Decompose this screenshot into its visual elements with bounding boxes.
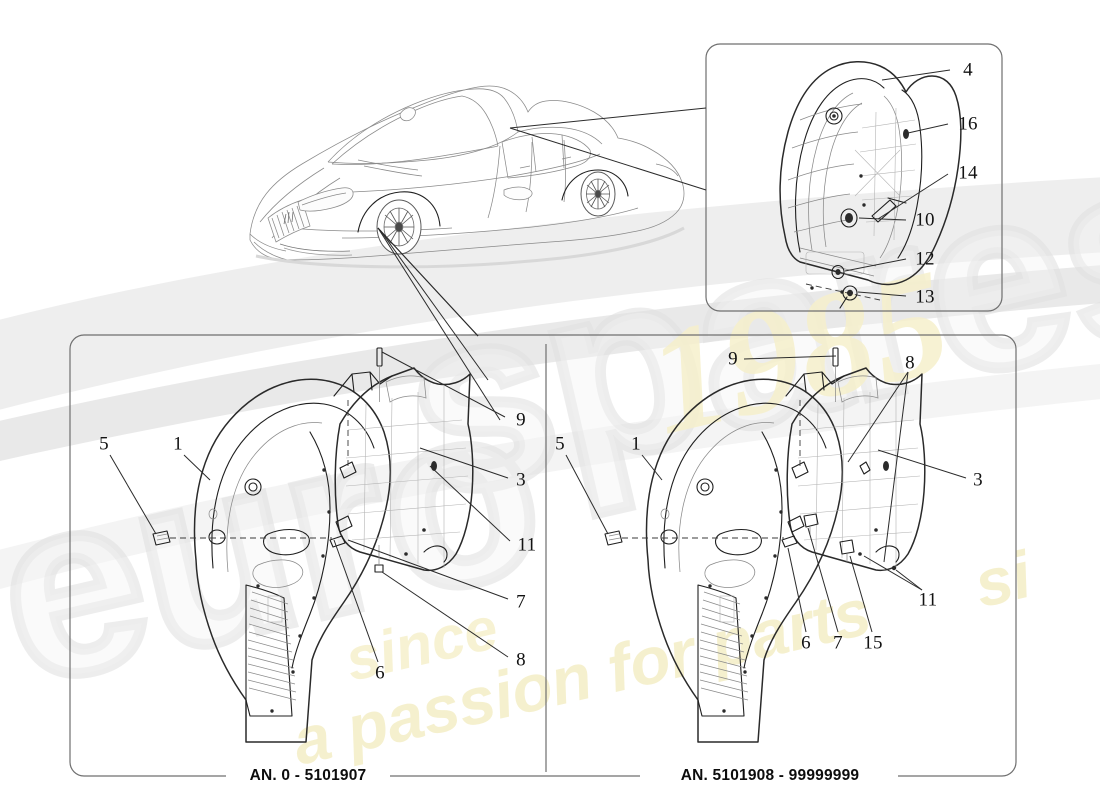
callout-left-3: 3	[516, 469, 526, 491]
callout-left-9: 9	[516, 409, 526, 431]
rear-wheelhouse-liner-assembly	[779, 61, 962, 309]
screw-part-7	[329, 535, 346, 548]
callout-right-8: 8	[905, 352, 915, 374]
rivet-part-15-right	[839, 539, 855, 562]
callout-13: 13	[915, 286, 935, 308]
callout-right-6: 6	[801, 632, 811, 654]
callout-left-6: 6	[375, 662, 385, 684]
callout-4: 4	[963, 59, 973, 81]
callout-14: 14	[958, 162, 978, 184]
callout-left-7: 7	[516, 591, 526, 613]
callout-left-1: 1	[173, 433, 183, 455]
screw-part-8	[374, 545, 384, 573]
callout-left-11: 11	[517, 534, 537, 556]
pin-part-9	[376, 347, 383, 402]
front-liner-right-assembly	[565, 347, 967, 743]
callout-right-15: 15	[863, 632, 883, 654]
callout-right-5: 5	[555, 433, 565, 455]
callout-left-8: 8	[516, 649, 526, 671]
panel-label-right: AN. 5101908 - 99999999	[674, 767, 866, 785]
callout-16: 16	[958, 113, 978, 135]
front-liner-left-assembly	[109, 347, 511, 743]
screw-part-6-right	[781, 535, 798, 548]
callout-right-1: 1	[631, 433, 641, 455]
panel-frames	[69, 43, 1017, 777]
clip-part-5	[152, 530, 171, 546]
callout-right-11: 11	[918, 589, 938, 611]
clip-part-5-right	[604, 530, 623, 546]
callout-10: 10	[915, 209, 935, 231]
clip-part-7-right	[803, 513, 819, 534]
callout-12: 12	[915, 248, 935, 270]
vehicle-leader-lines	[377, 107, 707, 421]
panel-label-left: AN. 0 - 5101907	[243, 767, 373, 785]
pin-part-9-right	[832, 347, 839, 402]
callout-left-5: 5	[99, 433, 109, 455]
callout-right-7: 7	[833, 632, 843, 654]
screw-part-8-top	[859, 461, 871, 475]
callout-right-3: 3	[973, 469, 983, 491]
vehicle-illustration	[249, 85, 685, 269]
callout-right-9: 9	[728, 348, 738, 370]
